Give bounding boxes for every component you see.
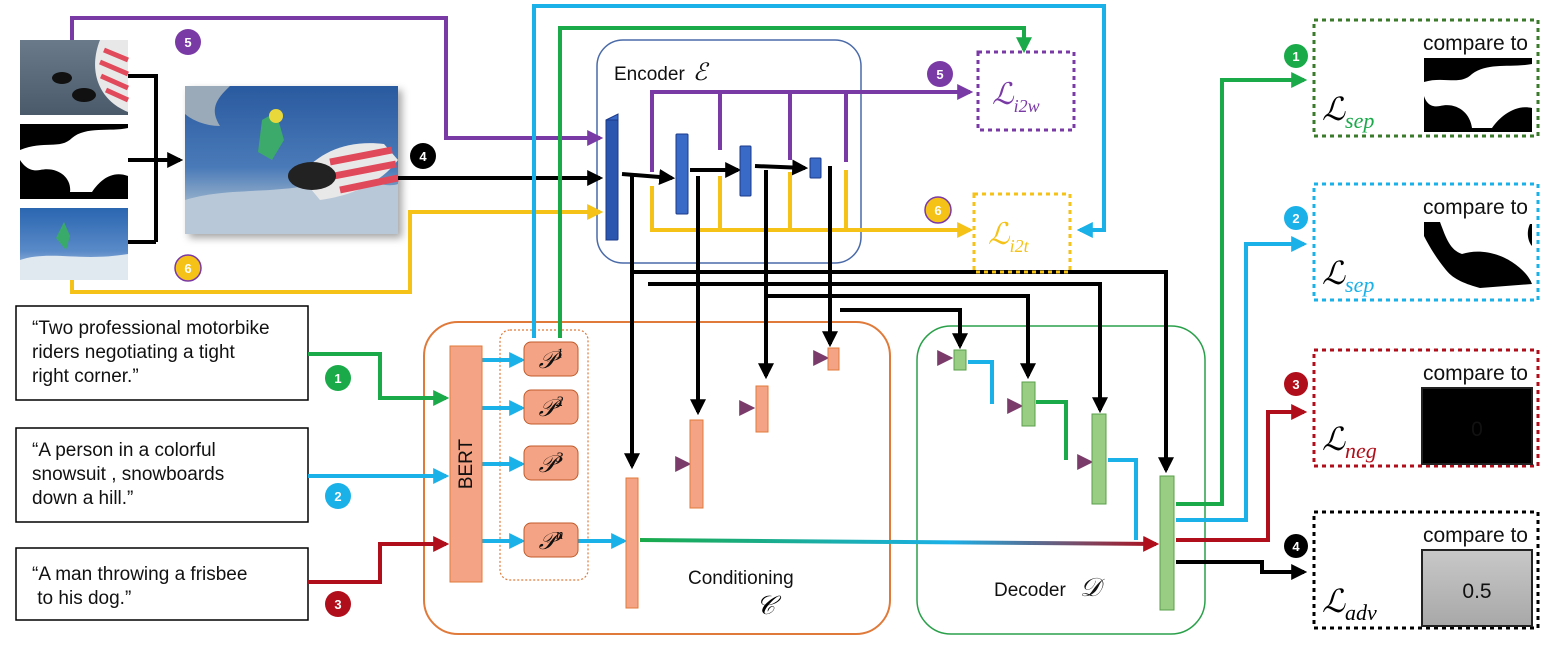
decoder-container [916,325,1206,635]
path-badges: 5 4 6 5 6 1 2 3 [174,29,953,617]
path-badge-6: 6 [174,254,202,282]
decoder-block-4 [1159,475,1175,611]
target-value-box [1421,387,1533,465]
compare-to-label: compare to [1423,524,1528,547]
loss-badge [1284,372,1308,396]
merge-line-top [128,74,158,242]
target-value-box [1421,549,1533,627]
compare-to-label: compare to [1423,196,1528,219]
encoder-blocks [605,113,822,241]
loss-badge [1284,206,1308,230]
svg-text:ℒi2w: ℒi2w [992,78,1040,116]
caption-box-3: “A man throwing a frisbee to his dog.” [15,547,309,621]
target-value: 0 [1471,418,1483,441]
loss-badge [1284,534,1308,558]
connections [70,4,1308,584]
path-badge-5: 5 [175,29,201,55]
svg-text:2: 2 [334,489,341,504]
caption-3-to-bert [308,536,450,584]
svg-text:4: 4 [419,149,427,164]
decoder-block-2 [1021,381,1036,427]
encoder-block-2 [675,133,689,215]
svg-text:3: 3 [1292,377,1299,392]
svg-text:6: 6 [934,203,941,218]
svg-text:5: 5 [936,67,943,82]
path-6-real-image [70,204,604,294]
encoder-block-3 [739,145,752,197]
input-image-snowboarder [20,208,128,280]
p1-to-i2t-line [532,4,1106,338]
caption-3-text: “A man throwing a frisbee to his dog.” [32,564,247,609]
target-value: 0.5 [1462,580,1491,603]
composite-image [185,86,399,234]
path-badge-6: 6 [924,196,952,224]
decoder-block-3 [1091,413,1107,505]
decoder-to-sep-1 [1176,72,1308,506]
loss-symbol: ℒadv [1322,583,1377,625]
decoder-to-sep-2 [1176,236,1308,522]
encoder-container [596,39,862,264]
decoder-to-neg [1176,404,1308,542]
path-badge-1: 1 [325,365,351,391]
path-badge-2: 2 [325,483,351,509]
loss-i2t-box: ℒi2t [972,192,1072,274]
conditioning-block-3 [689,419,704,509]
path-badge-4: 4 [410,143,436,169]
projection-group-box [499,329,589,581]
decoder-block-1 [953,349,967,371]
output-loss-adv-4: compare to ℒadv 0.5 4 [1284,510,1540,630]
conditioning-symbol: 𝒞 [756,591,782,620]
svg-text:4: 4 [1292,539,1300,554]
conditioning-blocks [625,347,840,609]
output-loss-sep-1: compare to ℒsep 1 [1284,18,1540,138]
path-badge-3: 3 [325,591,351,617]
projection-block-3: 𝒫3 [523,445,579,481]
decoder-to-adv [1176,560,1308,580]
path-badge-5: 5 [927,61,953,87]
conditioning-container [423,321,891,635]
path-5-real-image [70,16,604,146]
conditioning-block-4 [625,477,639,609]
svg-text:6: 6 [184,261,191,276]
conditioning-block-2 [755,385,769,433]
input-image-motorbikes [20,40,130,115]
projection-block-4: 𝒫n [523,522,579,558]
loss-symbol: ℒsep [1322,255,1374,297]
svg-text:3: 3 [334,597,341,612]
output-loss-sep-2: compare to ℒsep 2 [1284,182,1540,302]
encoder-block-4 [809,157,822,179]
projection-block-1: 𝒫1 [523,341,579,377]
svg-text:5: 5 [184,35,191,50]
projection-block-2: 𝒫2 [523,389,579,425]
loss-symbol: ℒneg [1322,421,1377,463]
conditioning-label: Conditioning [688,568,794,589]
compare-to-label: compare to [1423,362,1528,385]
caption-1-to-bert [308,352,450,406]
bert-label: BERT [456,438,477,489]
svg-text:1: 1 [334,371,341,386]
svg-text:2: 2 [1292,211,1299,226]
conditioning-block-1 [827,347,840,371]
loss-symbol: ℒsep [1322,91,1374,133]
output-loss-neg-3: compare to ℒneg 0 3 [1284,348,1540,468]
bert-block: BERT [449,345,483,583]
p2-to-i2w-line [558,26,1032,338]
compare-to-label: compare to [1423,32,1528,55]
decoder-blocks [953,349,1175,611]
loss-i2w-box: ℒi2w [976,50,1076,132]
svg-text:ℒi2t: ℒi2t [988,218,1030,256]
loss-badge [1284,44,1308,68]
svg-text:1: 1 [1292,49,1299,64]
input-mask [20,124,128,199]
